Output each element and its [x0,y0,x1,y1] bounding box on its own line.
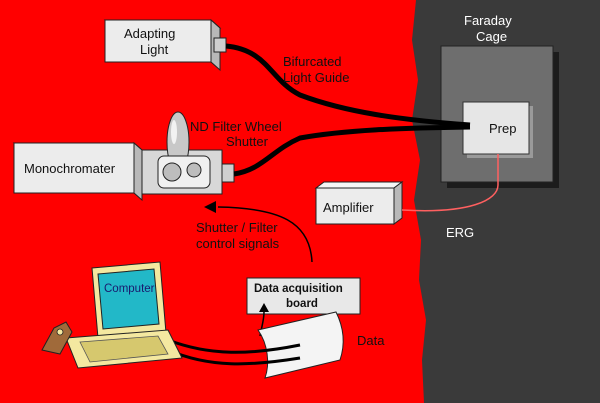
control-signals-label-2: control signals [196,236,280,251]
light-guide-upper [225,43,471,128]
monochromater-label: Monochromater [24,161,116,176]
mouse-icon [41,321,73,355]
amplifier-box [315,187,395,225]
adapting-light-label-1: Adapting [124,26,175,41]
computer-label: Computer [104,283,155,295]
data-label: Data [357,333,385,348]
adapting-light-label-2: Light [140,42,169,57]
monochromater-box [13,142,135,194]
shutter-detail-a [162,162,182,182]
erg-wire [401,154,499,212]
nd-filter-wheel-label: ND Filter Wheel [190,119,282,134]
daq-label-2: board [286,298,318,310]
amplifier-label: Amplifier [323,200,374,215]
shutter-label: Shutter [226,134,269,149]
light-guide-lower [233,124,471,177]
shutter-port [221,163,235,183]
laptop-keyboard [79,335,169,363]
faraday-cage-label-1: Faraday [464,13,512,28]
control-signals-label-1: Shutter / Filter [196,220,278,235]
laptop-cable-a [167,338,301,354]
bifurcated-label-1: Bifurcated [283,54,342,69]
monochromater-side [133,141,143,202]
laptop-screen [97,268,160,330]
amplifier-side [393,181,403,225]
daq-label-1: Data acquisition [254,283,343,295]
shutter-detail-b [186,162,202,178]
wheel-highlight [171,120,177,144]
adapting-light-box [104,19,212,63]
laptop-cable-b [167,348,301,366]
control-arrowhead [204,201,216,213]
daq-arrowhead [259,303,269,312]
amplifier-top [314,181,404,189]
control-signal-arrow [217,206,313,263]
faraday-cage-label-2: Cage [476,29,507,44]
prep-label: Prep [489,121,516,136]
mouse-button [56,328,64,336]
erg-label: ERG [446,225,474,240]
adapting-light-port [213,37,227,53]
bifurcated-label-2: Light Guide [283,70,350,85]
